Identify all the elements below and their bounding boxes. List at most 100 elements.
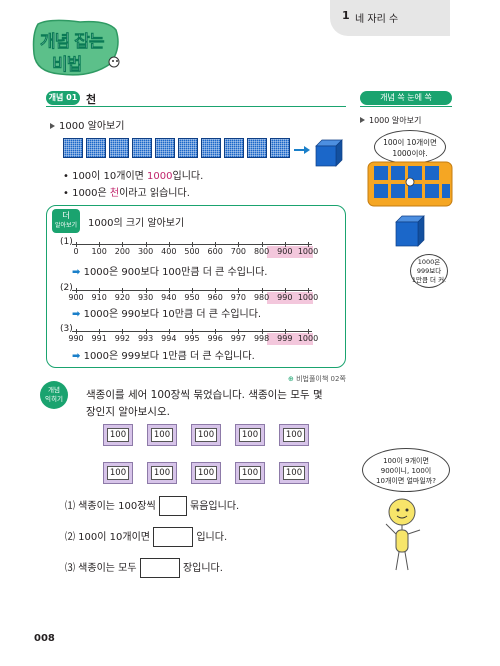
numberline-tick-label: 900 xyxy=(277,247,293,256)
hundred-block xyxy=(155,138,175,158)
numberline-tick-label: 950 xyxy=(184,293,200,302)
concept-divider xyxy=(46,106,346,107)
practice-prompt-line-2: 장인지 알아보시오. xyxy=(86,406,170,418)
concept-title: 천 xyxy=(86,93,97,106)
numberline-tick-label: 500 xyxy=(184,247,200,256)
numberline-highlight xyxy=(267,246,313,258)
hundred-block xyxy=(201,138,221,158)
paper-pack: 100 xyxy=(235,424,265,446)
numberline-tick xyxy=(284,288,286,293)
numberline-statement: ➡ 1000은 990보다 10만큼 더 큰 수입니다. xyxy=(72,305,261,320)
chapter-number: 1 xyxy=(342,9,350,22)
numberline-tick-label: 200 xyxy=(114,247,131,256)
numberline-tick xyxy=(168,329,170,334)
logo-line-1: 개념 잡는 xyxy=(40,32,105,53)
numberline-statement-text: 1000은 900보다 100만큼 더 큰 수입니다. xyxy=(83,267,268,278)
bubble-3-line-1: 100이 9개이면 xyxy=(383,457,429,465)
numberline-statement-text: 1000은 999보다 1만큼 더 큰 수입니다. xyxy=(83,351,255,362)
numberline-tick-label: 910 xyxy=(91,293,107,302)
numberline-tick-label: 930 xyxy=(137,293,154,302)
numberline-tick-label: 994 xyxy=(161,334,177,343)
paper-pack: 100 xyxy=(147,424,177,446)
numberline-tick xyxy=(99,242,101,247)
numberline-tick-label: 900 xyxy=(68,293,84,302)
numberline-tick-label: 990 xyxy=(68,334,84,343)
paper-pack: 100 xyxy=(279,424,309,446)
numberline-tick xyxy=(145,329,147,334)
hundred-block xyxy=(178,138,198,158)
paper-pack: 100 xyxy=(191,462,221,484)
bubble-2-line-3: 1만큼 더 커. xyxy=(411,276,447,284)
question-3-post: 장입니다. xyxy=(182,563,223,574)
section-heading-text: 1000 알아보기 xyxy=(59,121,125,132)
blocks-stack-illustration xyxy=(367,161,453,207)
triangle-bullet-icon xyxy=(360,117,365,123)
practice-prompt-line-1: 색종이를 세어 100장씩 묶었습니다. 색종이는 모두 몇 xyxy=(86,389,323,401)
numberline-statement: ➡ 1000은 900보다 100만큼 더 큰 수입니다. xyxy=(72,263,267,278)
answer-box-3[interactable] xyxy=(139,558,180,578)
more-info-title: 1000의 크기 알아보기 xyxy=(88,218,185,229)
numberline-tick xyxy=(76,242,77,247)
question-1-post: 묶음입니다. xyxy=(190,501,240,512)
paper-pack: 100 xyxy=(191,424,221,446)
numberline-statement-text: 1000은 990보다 10만큼 더 큰 수입니다. xyxy=(83,309,262,320)
mascot-character xyxy=(385,498,421,571)
numberline-tick xyxy=(168,288,170,293)
question-2-pre: ⑵ 100이 10개이면 xyxy=(65,532,150,543)
hundred-block xyxy=(86,138,106,158)
numberline-tick xyxy=(238,242,240,247)
speech-bubble-2: 1000은 999보다 1만큼 더 커. xyxy=(410,254,448,288)
bullet-2-post: 이라고 읽습니다. xyxy=(119,188,190,199)
numberline-tick-label: 970 xyxy=(230,293,247,302)
numberline-tick-label: 997 xyxy=(230,334,247,343)
numberline-tick-label: 995 xyxy=(184,334,200,343)
hundred-block xyxy=(132,138,152,158)
numberline-label: (2) xyxy=(60,283,73,293)
numberline-tick xyxy=(215,329,217,334)
answer-box-2[interactable] xyxy=(153,527,194,547)
numberline-tick xyxy=(238,329,240,334)
numberline-tick-label: 400 xyxy=(161,247,177,256)
bullet-line-2: • 1000은 천이라고 읽습니다. xyxy=(63,184,190,199)
numberline-tick-label: 999 xyxy=(277,334,293,343)
numberline-tick-label: 993 xyxy=(137,334,154,343)
numberline-tick-label: 991 xyxy=(91,334,107,343)
numberline-tick-label: 800 xyxy=(253,247,270,256)
bubble-2-line-2: 999보다 xyxy=(416,267,442,275)
numberline-tick-label: 300 xyxy=(137,247,154,256)
sidebar-section: 1000 알아보기 xyxy=(360,115,421,126)
numberline-tick-label: 0 xyxy=(73,247,79,256)
numberline-tick xyxy=(122,242,124,247)
numberline-tick xyxy=(122,288,124,293)
paper-pack-label: 100 xyxy=(195,466,217,480)
logo-line-2: 비법 xyxy=(52,55,83,76)
paper-pack-label: 100 xyxy=(151,466,173,480)
numberline-tick-label: 1000 xyxy=(297,334,319,343)
paper-pack: 100 xyxy=(235,462,265,484)
question-1-pre: ⑴ 색종이는 100장씩 xyxy=(65,501,156,512)
more-badge-line-1: 더 xyxy=(62,211,70,220)
numberline-tick xyxy=(261,242,263,247)
hundred-block xyxy=(63,138,83,158)
more-badge-line-2: 알아보기 xyxy=(54,222,78,229)
numberline-highlight xyxy=(267,292,313,304)
numberline-tick xyxy=(122,329,124,334)
practice-badge: 개념 익히기 xyxy=(40,381,68,409)
numberline-tick xyxy=(145,242,147,247)
numberline-tick-label: 940 xyxy=(161,293,177,302)
paper-pack-label: 100 xyxy=(239,428,261,442)
arrow-right-icon: ➡ xyxy=(72,351,81,362)
numberline-tick xyxy=(76,288,77,293)
paper-pack-label: 100 xyxy=(195,428,217,442)
bubble-2-line-1: 1000은 xyxy=(417,258,441,266)
numberline-tick xyxy=(145,288,147,293)
numberline-tick xyxy=(99,329,101,334)
answer-box-1[interactable] xyxy=(158,496,187,516)
logo-badge xyxy=(32,19,120,76)
numberline-tick-label: 700 xyxy=(230,247,247,256)
numberline-tick-label: 920 xyxy=(114,293,131,302)
arrow-right-icon: ➡ xyxy=(72,267,81,278)
numberline-tick xyxy=(308,242,309,247)
numberline-tick-label: 1000 xyxy=(297,247,319,256)
thousand-cube-icon xyxy=(395,215,425,247)
